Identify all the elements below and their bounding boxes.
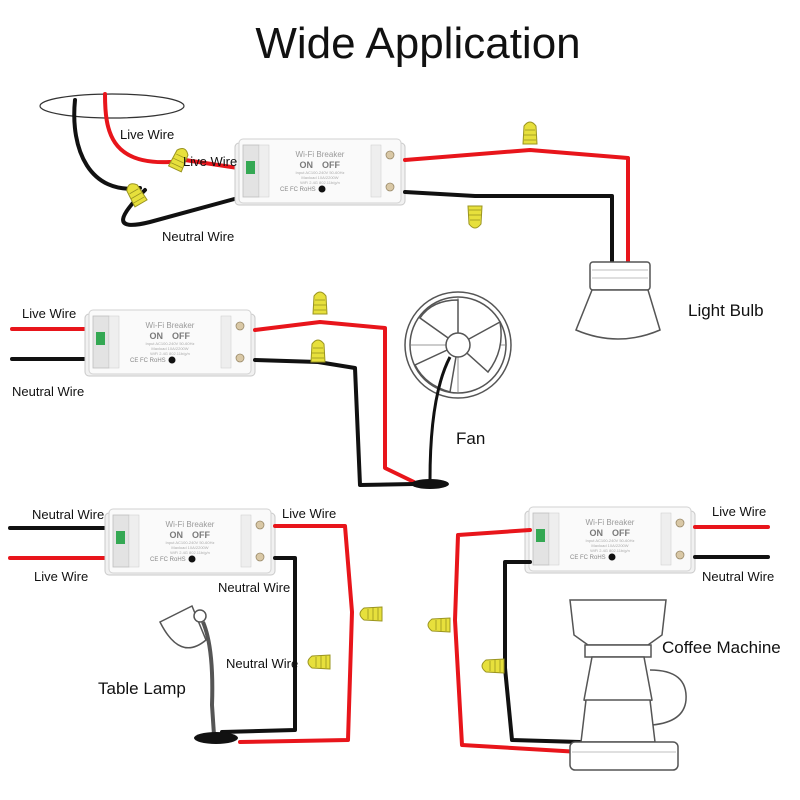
label-neutral-wire: Neutral Wire [226, 656, 298, 671]
wire-nut [310, 339, 326, 363]
breaker-off-label: OFF [172, 331, 190, 341]
wire-nut [312, 291, 328, 315]
label-live-wire: Live Wire [34, 569, 88, 584]
label-neutral-wire: Neutral Wire [12, 384, 84, 399]
label-live-wire: Live Wire [120, 127, 174, 142]
breaker-title: Wi-Fi Breaker [166, 520, 215, 529]
live-wire [183, 158, 240, 170]
breaker-title: Wi-Fi Breaker [586, 518, 635, 527]
label-live-wire: Live Wire [712, 504, 766, 519]
live-wire [103, 92, 172, 165]
panel-coffee-machine: Wi-Fi Breaker ON OFF Input AC100-240V 50… [427, 504, 781, 771]
fan-icon [404, 291, 512, 489]
breaker-off-label: OFF [192, 530, 210, 540]
wire-nut [481, 658, 505, 674]
label-live-wire: Live Wire [282, 506, 336, 521]
breaker-spec-input: Input AC100-240V 50-60Hz [296, 170, 345, 175]
breaker-on-label: ON [300, 160, 314, 170]
wire-nut [427, 617, 451, 633]
breaker-marks: CE FC RoHS [570, 555, 606, 561]
wifi-breaker: Wi-Fi Breaker ON OFF Input AC100-240V 50… [104, 508, 276, 576]
label-neutral-wire: Neutral Wire [32, 507, 104, 522]
neutral-wire [220, 556, 297, 734]
label-live-wire: Live Wire [22, 306, 76, 321]
breaker-marks: CE FC RoHS [280, 187, 316, 193]
panel-light-bulb: Wi-Fi Breaker ON OFF Input AC100-240V 50… [39, 92, 764, 340]
breaker-marks: CE FC RoHS [150, 557, 186, 563]
label-neutral-wire: Neutral Wire [162, 229, 234, 244]
wire-nut [307, 654, 331, 670]
breaker-marks: CE FC RoHS [130, 358, 166, 364]
wire-nut [123, 180, 148, 208]
breaker-spec-load: Maxload 10A/2200W [301, 175, 338, 180]
wire-nut [522, 121, 538, 145]
label-neutral-wire: Neutral Wire [218, 580, 290, 595]
table-lamp-icon [158, 604, 238, 744]
breaker-spec-load: Maxload 10A/2200W [171, 545, 208, 550]
breaker-off-label: OFF [612, 528, 630, 538]
neutral-wire [403, 190, 614, 264]
light-bulb-icon [575, 261, 661, 340]
breaker-spec-wifi: WiFi 2.4G 802.11b/g/n [170, 550, 210, 555]
breaker-title: Wi-Fi Breaker [296, 150, 345, 159]
page-title: Wide Application [255, 19, 580, 68]
neutral-wire [253, 358, 416, 487]
label-live-wire: Live Wire [183, 154, 237, 169]
breaker-on-label: ON [170, 530, 184, 540]
wifi-breaker: Wi-Fi Breaker ON OFF Input AC100-240V 50… [234, 138, 406, 206]
label-fan: Fan [456, 429, 485, 448]
panel-table-lamp: Wi-Fi Breaker ON OFF Input AC100-240V 50… [8, 506, 383, 744]
wire-nut [359, 606, 383, 622]
breaker-title: Wi-Fi Breaker [146, 321, 195, 330]
neutral-wire [503, 560, 582, 744]
breaker-on-label: ON [150, 331, 164, 341]
live-wire [238, 524, 354, 744]
label-coffee-machine: Coffee Machine [662, 638, 781, 657]
label-neutral-wire: Neutral Wire [702, 569, 774, 584]
breaker-spec-wifi: WiFi 2.4G 802.11b/g/n [590, 548, 630, 553]
breaker-off-label: OFF [322, 160, 340, 170]
live-wire [453, 528, 582, 754]
label-light-bulb: Light Bulb [688, 301, 764, 320]
live-wire [253, 320, 416, 484]
breaker-on-label: ON [590, 528, 604, 538]
panel-fan: Wi-Fi Breaker ON OFF Input AC100-240V 50… [10, 291, 512, 489]
coffee-machine-icon [569, 599, 687, 771]
neutral-wire [72, 98, 142, 191]
ceiling-ring [39, 93, 185, 119]
wire-nut [467, 205, 483, 229]
live-wire [403, 148, 630, 264]
label-table-lamp: Table Lamp [98, 679, 186, 698]
wifi-breaker: Wi-Fi Breaker ON OFF Input AC100-240V 50… [84, 309, 256, 377]
breaker-spec-input: Input AC100-240V 50-60Hz [586, 538, 635, 543]
wifi-breaker: Wi-Fi Breaker ON OFF Input AC100-240V 50… [524, 506, 696, 574]
breaker-spec-load: Maxload 10A/2200W [151, 346, 188, 351]
breaker-spec-input: Input AC100-240V 50-60Hz [166, 540, 215, 545]
breaker-spec-wifi: WiFi 2.4G 802.11b/g/n [150, 351, 190, 356]
breaker-spec-wifi: WiFi 2.4G 802.11b/g/n [300, 180, 340, 185]
breaker-spec-input: Input AC100-240V 50-60Hz [146, 341, 195, 346]
breaker-spec-load: Maxload 10A/2200W [591, 543, 628, 548]
